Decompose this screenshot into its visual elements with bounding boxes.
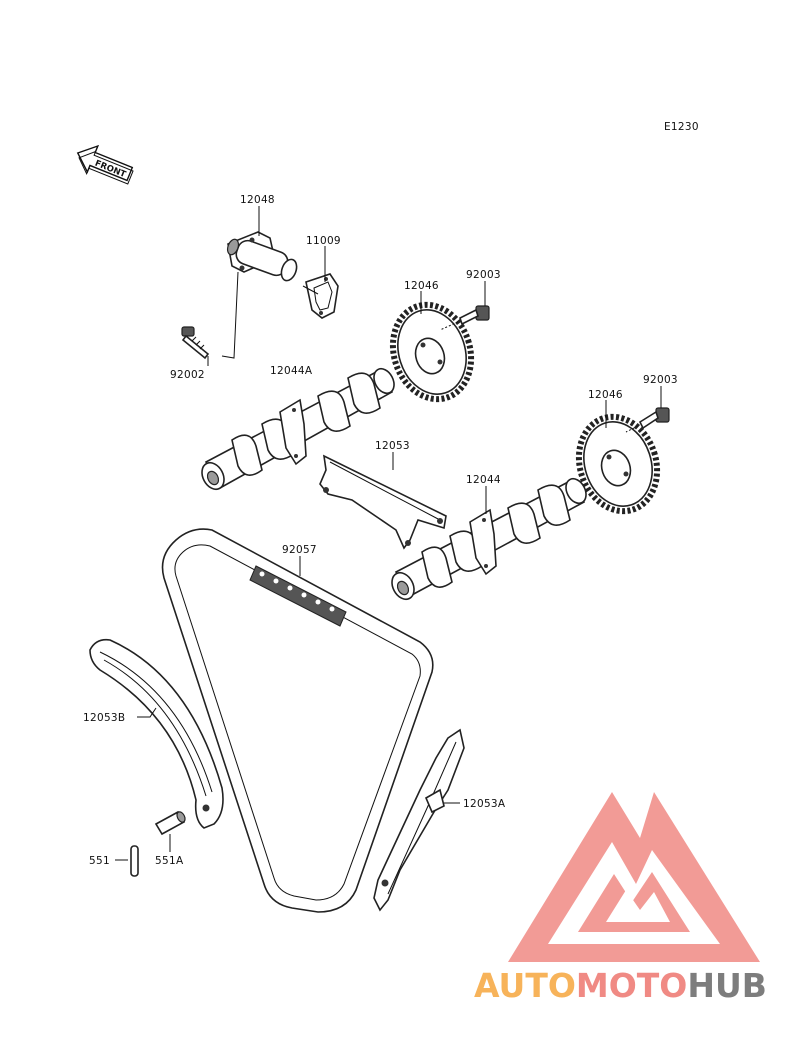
sprocket-bolt-right (625, 407, 670, 433)
label-92003-top: 92003 (466, 269, 501, 281)
label-92002: 92002 (170, 369, 205, 381)
cam-chain-tensioner (226, 231, 298, 282)
label-12044: 12044 (466, 474, 501, 486)
tensioner-bolt (181, 326, 210, 360)
label-12044a: 12044A (270, 365, 313, 377)
label-12053: 12053 (375, 440, 410, 452)
cam-sprocket-top (389, 301, 475, 403)
camshaft-12044a (201, 367, 395, 491)
label-551: 551 (89, 855, 110, 867)
tensioner-gasket (305, 273, 339, 319)
label-11009: 11009 (306, 235, 341, 247)
automotohub-logo-icon (508, 792, 760, 962)
label-12046-right: 12046 (588, 389, 623, 401)
label-12048: 12048 (240, 194, 275, 206)
label-12053a: 12053A (463, 798, 506, 810)
watermark-part2: MOTO (576, 966, 687, 1005)
watermark-part3: HUB (687, 966, 767, 1005)
svg-text:AUTOMOTOHUB: AUTOMOTOHUB (474, 966, 767, 1005)
watermark-part1: AUTO (474, 966, 576, 1005)
chain-guide-12053 (319, 454, 447, 550)
label-92057: 92057 (282, 544, 317, 556)
leader-lines (115, 206, 662, 861)
sprocket-bolt-top (439, 305, 490, 331)
chain-guide-12053a (373, 728, 465, 912)
cam-sprocket-right (575, 413, 661, 515)
pin-551a (154, 810, 186, 836)
automotohub-watermark: AUTOMOTOHUB (474, 792, 767, 1005)
label-12053b: 12053B (83, 712, 125, 724)
chain-links-detail (249, 565, 347, 627)
label-92003-right: 92003 (643, 374, 678, 386)
chain-guide-12053b (89, 638, 224, 829)
label-12046-top: 12046 (404, 280, 439, 292)
cam-chain (161, 528, 434, 913)
diagram-ref-code: E1230 (664, 121, 699, 133)
label-551a: 551A (155, 855, 184, 867)
pin-551 (130, 845, 139, 877)
front-arrow-icon: FRONT (76, 144, 134, 185)
camshaft-12044 (391, 477, 587, 601)
